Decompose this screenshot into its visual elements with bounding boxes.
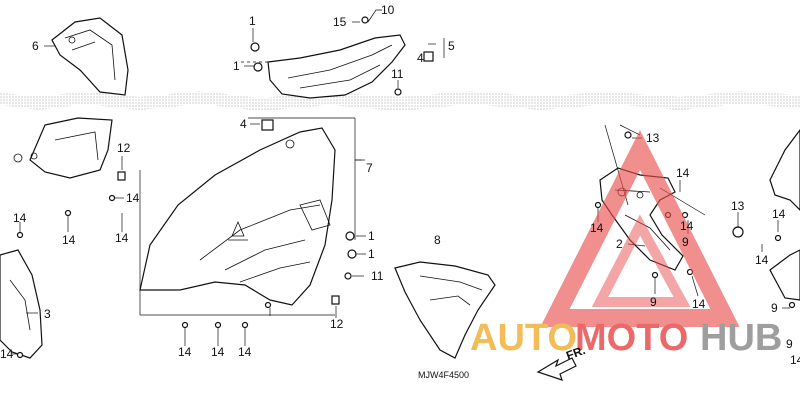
callout-9: 9	[786, 337, 793, 351]
watermark-hub-text: HUB	[700, 317, 782, 359]
callout-9: 9	[650, 295, 657, 309]
callout-1: 1	[233, 59, 240, 73]
callout-14: 14	[680, 219, 694, 233]
callout-4: 4	[240, 117, 247, 131]
front-direction-label: FR.	[564, 343, 587, 363]
callout-15: 15	[333, 15, 347, 29]
callout-14: 14	[115, 231, 129, 245]
callout-3: 3	[44, 307, 51, 321]
callout-2: 2	[616, 237, 623, 251]
callout-1: 1	[368, 229, 375, 243]
callout-10: 10	[381, 3, 395, 17]
callout-8: 8	[434, 233, 441, 247]
callout-1: 1	[368, 247, 375, 261]
callout-14: 14	[126, 191, 140, 205]
callout-6: 6	[32, 39, 39, 53]
break-band	[0, 91, 800, 111]
callout-12: 12	[330, 317, 344, 331]
part-6-bracket	[51, 17, 129, 96]
part-left-inner-panel	[13, 117, 113, 179]
part-3-lower-cowl	[0, 249, 43, 359]
watermark-moto-text: MOTO	[575, 317, 688, 359]
drawing-code: MJW4F4500	[418, 370, 469, 380]
watermark: AUTO MOTO HUB	[470, 130, 782, 359]
callout-14: 14	[0, 347, 14, 361]
callout-14: 14	[62, 233, 76, 247]
part-8-lower-guard	[394, 261, 496, 359]
callout-13: 13	[646, 131, 660, 145]
callout-4: 4	[417, 51, 424, 65]
callout-14: 14	[238, 345, 252, 359]
callout-14: 14	[676, 166, 690, 180]
callout-5: 5	[448, 39, 455, 53]
callout-11: 11	[391, 67, 404, 81]
part-5-upper-panel	[240, 34, 406, 99]
group-frame	[139, 117, 365, 316]
part-right-side-panel	[769, 129, 800, 301]
watermark-auto-text: AUTO	[470, 317, 577, 359]
front-direction-arrow: FR.	[536, 343, 587, 381]
callout-14: 14	[692, 297, 706, 311]
callout-14: 14	[790, 353, 800, 367]
callout-14: 14	[755, 253, 769, 267]
callout-14: 14	[13, 211, 27, 225]
callout-12: 12	[117, 141, 131, 155]
callout-11: 11	[371, 269, 384, 283]
callout-14: 14	[211, 345, 225, 359]
callout-1: 1	[249, 14, 256, 28]
part-7-front-fairing	[139, 127, 336, 306]
callout-14: 14	[772, 207, 786, 221]
callout-labels: 1 1 1 1 2 3 4 4 5 6 7 8 9 9 9 9 10 11 11…	[0, 3, 800, 367]
callout-7: 7	[366, 161, 373, 175]
callout-14: 14	[178, 345, 192, 359]
callout-9: 9	[682, 235, 689, 249]
callout-9: 9	[771, 301, 778, 315]
callout-14: 14	[590, 221, 604, 235]
callout-13: 13	[731, 199, 745, 213]
